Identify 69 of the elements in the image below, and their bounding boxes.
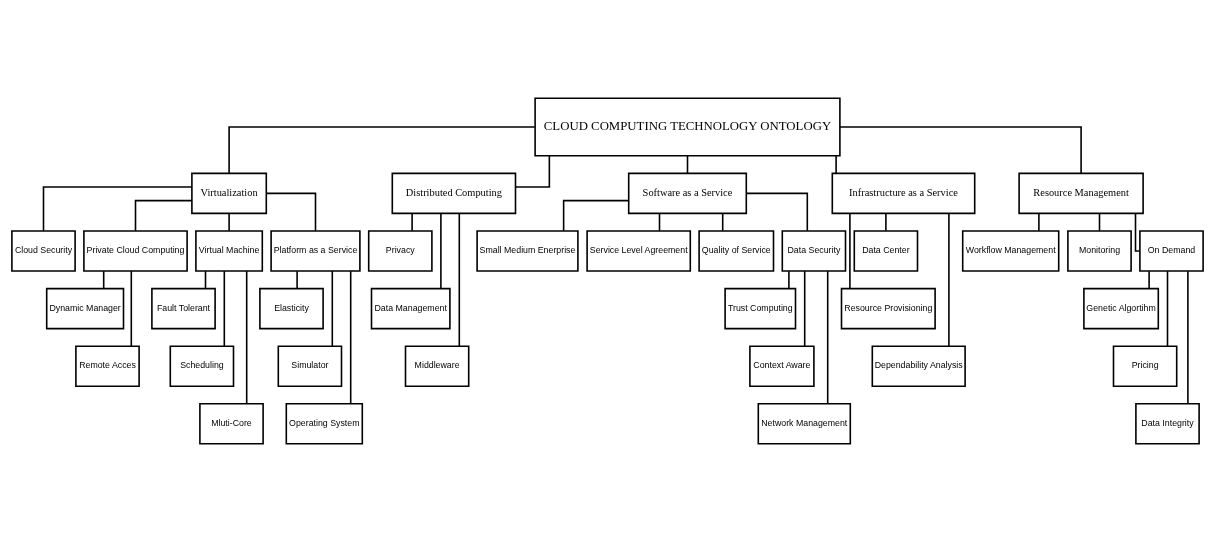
node-box: Small Medium Enerprise [476, 229, 579, 272]
connector [134, 199, 193, 232]
node-box: Private Cloud Computing [83, 229, 188, 272]
connector [721, 212, 724, 232]
connector [849, 212, 851, 289]
connector [803, 269, 806, 347]
connector [228, 125, 536, 174]
node-box: Cloud Security [11, 229, 76, 272]
node-box: Genetic Algortihm [1083, 287, 1160, 329]
node-box: Scheduling [169, 344, 235, 387]
node-box: Quality of Service [698, 229, 775, 272]
node-box: Distributed Computing [391, 172, 517, 214]
connector [458, 212, 461, 347]
node-box: Mluti-Core [199, 402, 264, 445]
connector [514, 154, 551, 188]
node-box: Service Level Agreement [586, 229, 692, 272]
connector [265, 192, 317, 232]
node-box: Virtualization [191, 172, 268, 214]
connector [411, 212, 413, 232]
node-box: On Demand [1139, 229, 1204, 272]
connector [745, 192, 809, 232]
node-box: Fault Tolerant [151, 287, 216, 329]
node-box: Data Center [853, 229, 919, 272]
node-box: Dependability Analysis [871, 344, 966, 387]
connector [562, 199, 630, 232]
connector [130, 269, 133, 347]
node-box: Network Management [757, 402, 852, 445]
connector [826, 269, 829, 405]
node-box: Data Security [781, 229, 847, 272]
node-box: Dynamic Manager [45, 287, 125, 329]
node-box: Operating System [285, 402, 364, 445]
connector [245, 269, 248, 405]
node-box: Simulator [277, 344, 343, 387]
connector [440, 212, 442, 289]
connector [102, 269, 105, 289]
connector [1038, 212, 1040, 232]
connector [296, 269, 298, 289]
connector [1134, 212, 1141, 252]
node-box: Middleware [404, 344, 470, 387]
connector [948, 212, 950, 347]
node-box: Context Aware [749, 344, 815, 387]
connector [349, 269, 352, 405]
connector [788, 269, 790, 289]
connector [223, 269, 226, 347]
connector [1166, 269, 1169, 347]
connector [1187, 269, 1189, 405]
connector [1148, 269, 1150, 289]
node-box: CLOUD COMPUTING TECHNOLOGY ONTOLOGY [534, 96, 841, 157]
node-box: Infrastructure as a Service [831, 172, 976, 214]
connector [835, 154, 837, 174]
connector [228, 212, 230, 232]
node-box: Data Integrity [1135, 402, 1200, 445]
node-box: Platform as a Service [270, 229, 361, 272]
node-box: Remote Acces [75, 344, 140, 387]
connector [885, 212, 887, 232]
node-box: Trust Computing [724, 287, 797, 329]
node-box: Software as a Service [627, 172, 748, 214]
connector [42, 185, 193, 232]
node-box: Elasticity [259, 287, 324, 329]
connector [331, 269, 334, 347]
node-box: Workflow Management [961, 229, 1060, 272]
connector [839, 125, 1082, 174]
node-box: Monitoring [1067, 229, 1132, 272]
node-box: Pricing [1112, 344, 1178, 387]
node-box: Resource Provisioning [840, 287, 936, 329]
node-box: Resource Management [1018, 172, 1144, 214]
node-box: Virtual Machine [195, 229, 264, 272]
node-box: Privacy [367, 229, 433, 272]
node-box: Data Management [370, 287, 451, 329]
